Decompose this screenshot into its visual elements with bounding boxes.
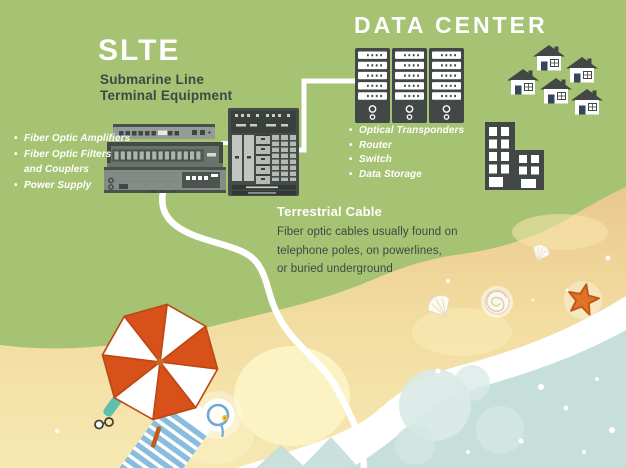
switch-1u-icon xyxy=(113,124,215,139)
server-rack-icon xyxy=(427,46,466,125)
data-center-component: Router xyxy=(349,139,464,154)
spiral-shell-icon xyxy=(484,289,510,315)
terrestrial-cable-callout: Terrestrial Cable Fiber optic cables usu… xyxy=(277,204,467,279)
sea-water-patches xyxy=(256,437,359,468)
data-center-component: Data Storage xyxy=(349,168,464,183)
slte-component-list: Fiber Optic Amplifiers Fiber Optic Filte… xyxy=(14,131,130,193)
slte-datacenter-cable xyxy=(299,78,357,153)
line-card-chassis-icon xyxy=(228,108,299,196)
data-center-component-list: Optical Transponders Router Switch Data … xyxy=(349,124,464,182)
server-rack-icon xyxy=(353,46,392,125)
terrestrial-cable-heading: Terrestrial Cable xyxy=(277,204,383,219)
beach-umbrella-icon xyxy=(101,303,219,421)
slte-subtitle: Submarine Line Terminal Equipment xyxy=(100,72,233,103)
umbrella-pole xyxy=(151,426,162,448)
data-center-component: Switch xyxy=(349,153,464,168)
starfish-icon xyxy=(568,283,600,316)
slte-component: Fiber Optic Filters and Couplers xyxy=(14,147,130,178)
terrestrial-cable-line xyxy=(159,188,368,468)
sun-hat-icon xyxy=(194,391,242,439)
sand-sparkles xyxy=(55,255,611,433)
terrestrial-cable-description: Fiber optic cables usually found on tele… xyxy=(277,226,458,275)
data-center-title: DATA CENTER xyxy=(354,12,548,38)
building-icon xyxy=(485,122,544,190)
slte-component: Fiber Optic Amplifiers xyxy=(14,131,130,147)
data-center-component: Optical Transponders xyxy=(349,124,464,139)
water-bubbles xyxy=(395,363,615,465)
beach-towel-icon xyxy=(111,391,217,468)
slte-component: Power Supply xyxy=(14,178,130,194)
slte-title: SLTE xyxy=(98,34,181,67)
sunglasses-icon xyxy=(94,417,114,430)
server-rack-icon xyxy=(390,46,429,125)
